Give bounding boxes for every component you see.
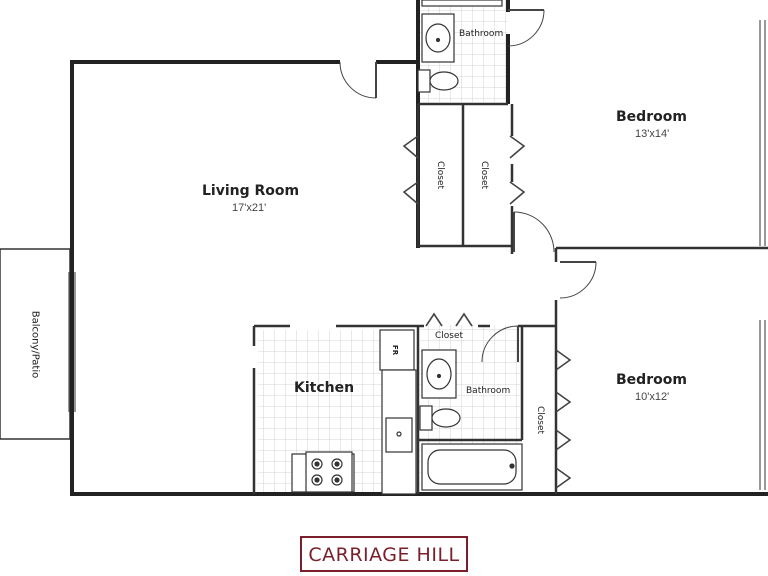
interior-walls bbox=[252, 102, 768, 494]
closet-3-label: Closet bbox=[435, 331, 464, 341]
living-room-dims: 17'x21' bbox=[232, 202, 267, 214]
logo-text: CARRIAGE HILL bbox=[308, 544, 460, 566]
carriage-hill-logo: CARRIAGE HILL bbox=[300, 536, 468, 572]
bathroom-2-fixtures bbox=[419, 349, 523, 491]
exterior-walls bbox=[70, 0, 768, 496]
bathroom-1-label: Bathroom bbox=[459, 29, 504, 39]
window-right bbox=[759, 20, 766, 490]
balcony-label: Balcony/Patio bbox=[29, 310, 41, 379]
bedroom-2-label: Bedroom bbox=[616, 372, 687, 388]
living-room-label: Living Room bbox=[202, 183, 300, 199]
bedroom-1-dims: 13'x14' bbox=[635, 128, 670, 140]
closet-1-label: Closet bbox=[435, 160, 445, 190]
closet-4-label: Closet bbox=[535, 405, 545, 435]
bifold-doors bbox=[402, 135, 572, 489]
fridge-label: FR bbox=[391, 344, 400, 356]
kitchen-label: Kitchen bbox=[294, 380, 355, 396]
bedroom-1-label: Bedroom bbox=[616, 109, 687, 125]
kitchen-fixtures bbox=[291, 329, 417, 495]
doors bbox=[339, 9, 597, 363]
bedroom-2-dims: 10'x12' bbox=[635, 391, 670, 403]
window-balcony bbox=[68, 272, 76, 412]
balcony-patio bbox=[0, 248, 71, 440]
closet-2-label: Closet bbox=[479, 160, 489, 190]
bathroom-2-label: Bathroom bbox=[466, 386, 511, 396]
bathroom-1-fixtures bbox=[417, 0, 503, 93]
